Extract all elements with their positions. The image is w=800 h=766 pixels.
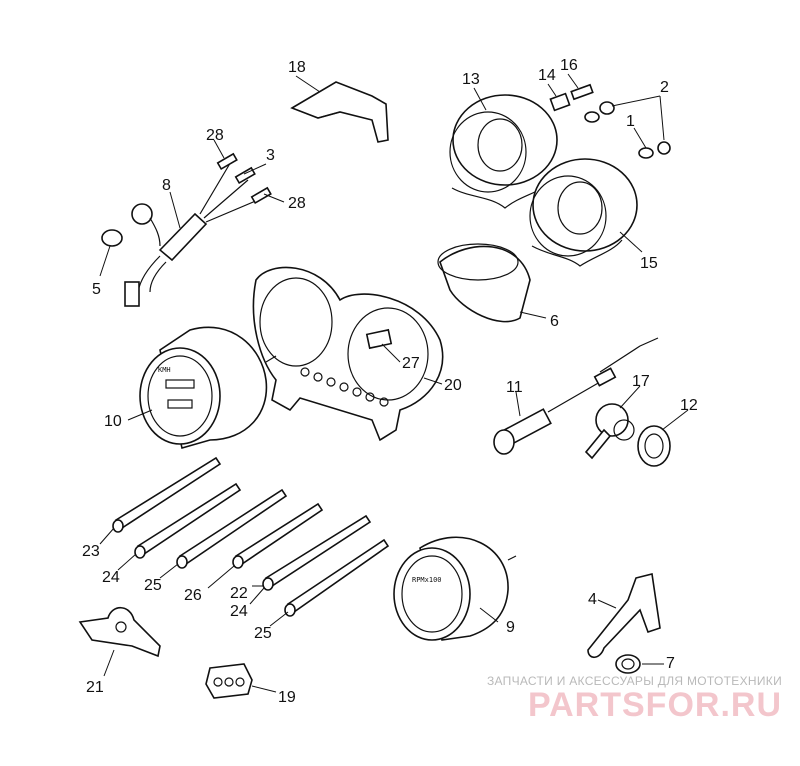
- callout-11: 11: [506, 379, 523, 396]
- part-1-washer: [584, 111, 654, 159]
- callout-21: 21: [86, 679, 104, 696]
- callout-15: 15: [640, 255, 658, 272]
- part-6-trim-ring: [437, 243, 531, 323]
- leader-lines: [99, 73, 689, 693]
- callout-14: 14: [538, 67, 556, 84]
- callout-7: 7: [666, 655, 675, 672]
- speedo-dial-marking: KMH: [158, 366, 171, 374]
- callout-19: 19: [278, 689, 296, 706]
- part-25-cable: [176, 488, 288, 569]
- callout-3: 3: [266, 147, 275, 164]
- callout-24a: 24: [102, 569, 120, 586]
- part-13-gauge-cup: [449, 94, 558, 209]
- callout-23: 23: [82, 543, 100, 560]
- part-24-cable: [134, 482, 242, 559]
- tach-dial-marking: RPMx100: [412, 576, 442, 584]
- part-11-drive: [493, 337, 659, 455]
- watermark-tagline: ЗАПЧАСТИ И АКСЕССУАРЫ ДЛЯ МОТОТЕХНИКИ: [486, 674, 782, 688]
- part-5-bulb-socket: [101, 203, 161, 247]
- callout-5: 5: [92, 281, 101, 298]
- part-14-nut: [549, 92, 571, 112]
- part-26-cable: [232, 502, 324, 569]
- part-15-gauge-cup: [529, 158, 638, 267]
- callout-12: 12: [680, 397, 698, 414]
- watermark: ЗАПЧАСТИ И АКСЕССУАРЫ ДЛЯ МОТОТЕХНИКИ PA…: [487, 674, 782, 722]
- part-17-adapter: [584, 403, 635, 460]
- callout-4: 4: [588, 591, 597, 608]
- watermark-logo: PARTSFOR.RU: [527, 686, 782, 724]
- part-8-wire-harness: [124, 159, 259, 307]
- callout-26: 26: [184, 587, 202, 604]
- callout-28b: 28: [288, 195, 306, 212]
- part-28-terminal: [216, 152, 272, 205]
- callout-1: 1: [626, 113, 635, 130]
- callout-9: 9: [506, 619, 515, 636]
- part-18-bracket: [290, 81, 389, 143]
- part-20-instrument-bracket: [252, 266, 444, 442]
- part-27-indicator: [365, 328, 393, 350]
- callout-17: 17: [632, 373, 650, 390]
- callout-13: 13: [462, 71, 480, 88]
- callout-2: 2: [660, 79, 669, 96]
- callout-8: 8: [162, 177, 171, 194]
- part-7-grommet: [615, 654, 641, 674]
- part-4-bracket: [587, 573, 661, 659]
- part-2-nut: [599, 101, 671, 155]
- part-21-plate: [78, 606, 161, 658]
- part-9-tachometer: [393, 536, 517, 641]
- callout-20: 20: [444, 377, 462, 394]
- callout-28a: 28: [206, 127, 224, 144]
- cables: [112, 456, 390, 617]
- part-16-screw: [570, 83, 594, 101]
- part-12-washer: [637, 425, 671, 467]
- part-22-cable: [262, 514, 372, 591]
- part-23-cable: [112, 456, 222, 533]
- callout-18: 18: [288, 59, 306, 76]
- callout-labels: 18 13 14 16 2 1 28 3 8 28 5 15 6 27 20 1…: [82, 57, 698, 706]
- callout-10: 10: [104, 413, 122, 430]
- callout-25b: 25: [254, 625, 272, 642]
- part-19-block: [205, 663, 253, 699]
- callout-25a: 25: [144, 577, 162, 594]
- part-25b-cable: [284, 538, 390, 617]
- callout-22: 22: [230, 585, 248, 602]
- callout-6: 6: [550, 313, 559, 330]
- callout-27: 27: [402, 355, 420, 372]
- callout-16: 16: [560, 57, 578, 74]
- part-10-speedometer: [139, 326, 277, 450]
- callout-24b: 24: [230, 603, 248, 620]
